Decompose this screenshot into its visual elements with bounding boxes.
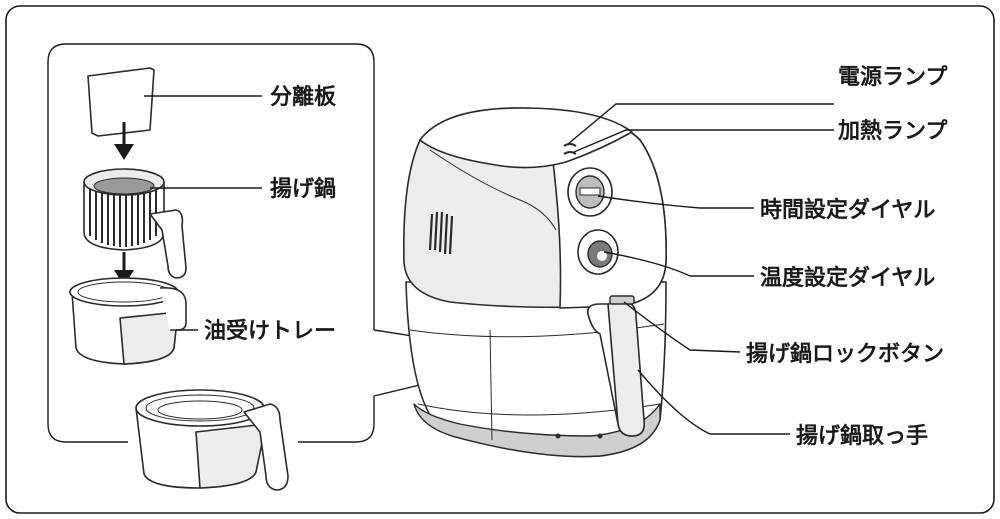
basket-label: 揚げ鍋 [270, 176, 336, 202]
oil-tray-label: 油受けトレー [204, 318, 336, 344]
leader-lines [144, 95, 834, 435]
temp-dial-label: 温度設定ダイヤル [760, 265, 935, 291]
air-fryer-illustration [403, 107, 667, 458]
lock-button-label: 揚げ鍋ロックボタン [746, 341, 944, 367]
separator-plate-label: 分離板 [270, 84, 337, 110]
assembled-basket-illustration [135, 389, 289, 491]
separator-plate-illustration [87, 67, 155, 137]
timer-dial-label: 時間設定ダイヤル [760, 197, 935, 223]
inset-panel [47, 43, 375, 443]
basket-illustration [83, 168, 187, 279]
power-lamp-label: 電源ランプ [838, 65, 948, 90]
oil-tray-illustration [69, 277, 187, 365]
heat-lamp-label: 加熱ランプ [837, 118, 948, 144]
arrow-down-icon [114, 122, 134, 160]
handle-label: 揚げ鍋取っ手 [796, 423, 928, 449]
